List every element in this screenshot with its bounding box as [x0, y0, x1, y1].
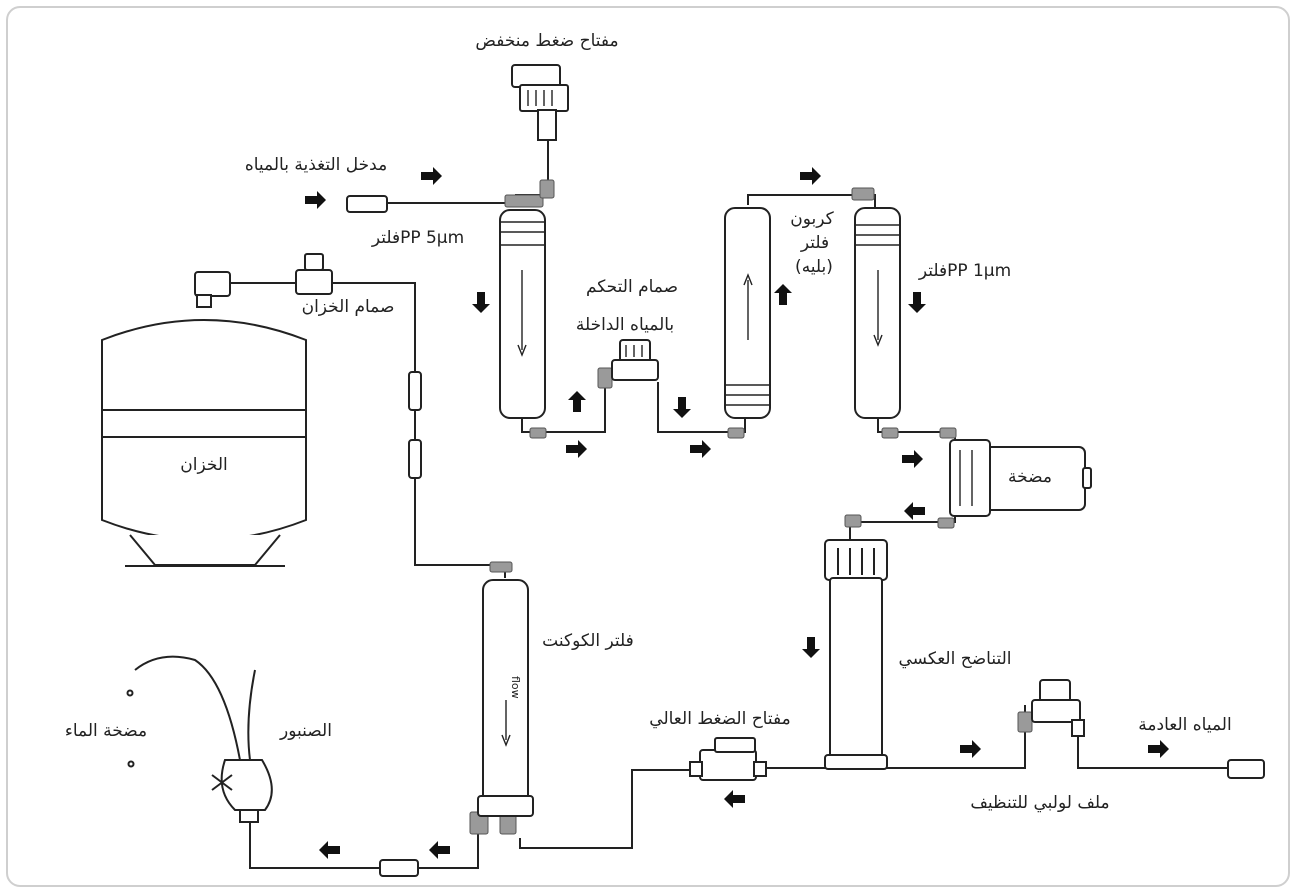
inlet-connector	[346, 195, 388, 213]
arrow-right-icon	[305, 191, 326, 209]
label-tank: الخزان	[180, 455, 227, 475]
arrow-right-icon	[902, 450, 923, 468]
arrow-right-icon	[1148, 740, 1169, 758]
arrow-down-icon	[908, 292, 926, 313]
pipe-ro-to-flush	[885, 705, 1026, 769]
pipe-coconut-to-tank	[330, 282, 506, 578]
fitting	[597, 367, 613, 389]
pipe-valve-to-carbon	[657, 382, 746, 433]
pipe-carbon-to-pp1	[747, 194, 876, 208]
flush-solenoid-valve	[1031, 679, 1085, 737]
pipe-coconut-to-faucet	[249, 820, 479, 869]
arrow-right-icon	[800, 167, 821, 185]
inline-connector	[408, 371, 422, 411]
fitting	[489, 561, 513, 573]
label-water-pump-faucet: مضخة الماء	[65, 721, 147, 741]
arrow-right-icon	[421, 167, 442, 185]
arrow-up-icon	[774, 284, 792, 305]
low-pressure-switch	[511, 64, 569, 141]
coconut-filter-housing	[477, 579, 534, 817]
label-pp5-filter: فلترPP 5µm	[371, 228, 464, 248]
fitting	[727, 427, 745, 439]
pipe-pp5-to-valve	[521, 382, 606, 433]
label-water-inlet: مدخل التغذية بالمياه	[245, 155, 387, 175]
waste-outlet-connector	[1227, 759, 1265, 779]
tank-ball-valve	[295, 253, 333, 295]
inlet-control-valve	[611, 339, 659, 381]
fitting	[881, 427, 899, 439]
ro-membrane-housing	[824, 539, 888, 770]
label-carbon-line2: فلتر	[800, 233, 829, 253]
arrow-right-icon	[960, 740, 981, 758]
label-inlet-valve-line1: صمام التحكم	[586, 277, 678, 297]
label-tank-valve: صمام الخزان	[302, 297, 395, 317]
high-pressure-switch	[689, 737, 767, 781]
fitting	[851, 187, 875, 201]
diagram-frame	[6, 6, 1290, 887]
pp1-filter-housing	[854, 207, 901, 419]
arrow-left-icon	[724, 790, 745, 808]
arrow-right-icon	[566, 440, 587, 458]
storage-tank	[101, 271, 307, 567]
label-inlet-valve-line2: بالمياه الداخلة	[576, 315, 674, 335]
fitting	[844, 514, 862, 528]
fitting	[1017, 711, 1033, 733]
label-waste-water: المياه العادمة	[1138, 715, 1231, 735]
fitting	[539, 179, 555, 199]
arrow-down-icon	[802, 637, 820, 658]
label-flush-solenoid: ملف لولبي للتنظيف	[970, 793, 1109, 813]
fitting	[529, 427, 547, 439]
fitting	[937, 517, 955, 529]
carbon-filter-housing	[724, 207, 771, 419]
label-faucet: الصنبور	[279, 721, 332, 741]
pp5-filter-housing	[499, 209, 546, 419]
inline-connector	[408, 439, 422, 479]
arrow-left-icon	[429, 841, 450, 859]
arrow-left-icon	[319, 841, 340, 859]
label-carbon-line1: كربون	[790, 209, 834, 229]
arrow-down-icon	[673, 397, 691, 418]
flow-arrows	[305, 167, 1169, 859]
label-pump: مضخة	[1008, 467, 1052, 487]
label-flow: flow	[509, 676, 522, 699]
fitting	[504, 194, 544, 208]
fitting	[939, 427, 957, 439]
label-ro-membrane: التناضح العكسي	[899, 649, 1012, 669]
booster-pump	[949, 439, 1092, 517]
inline-connector	[379, 859, 419, 877]
arrow-up-icon	[568, 391, 586, 412]
label-pp1-filter: فلترPP 1µm	[918, 261, 1011, 281]
label-carbon-line3: (بليه)	[795, 257, 833, 277]
label-coconut-filter: فلتر الكوكنت	[542, 631, 634, 651]
arrow-left-icon	[904, 502, 925, 520]
faucet	[126, 655, 273, 823]
label-low-pressure-switch: مفتاح ضغط منخفض	[475, 31, 618, 51]
label-high-pressure-switch: مفتاح الضغط العالي	[649, 709, 790, 729]
pipe-hps-to-coconut	[519, 769, 695, 849]
arrow-down-icon	[472, 292, 490, 313]
arrow-right-icon	[690, 440, 711, 458]
